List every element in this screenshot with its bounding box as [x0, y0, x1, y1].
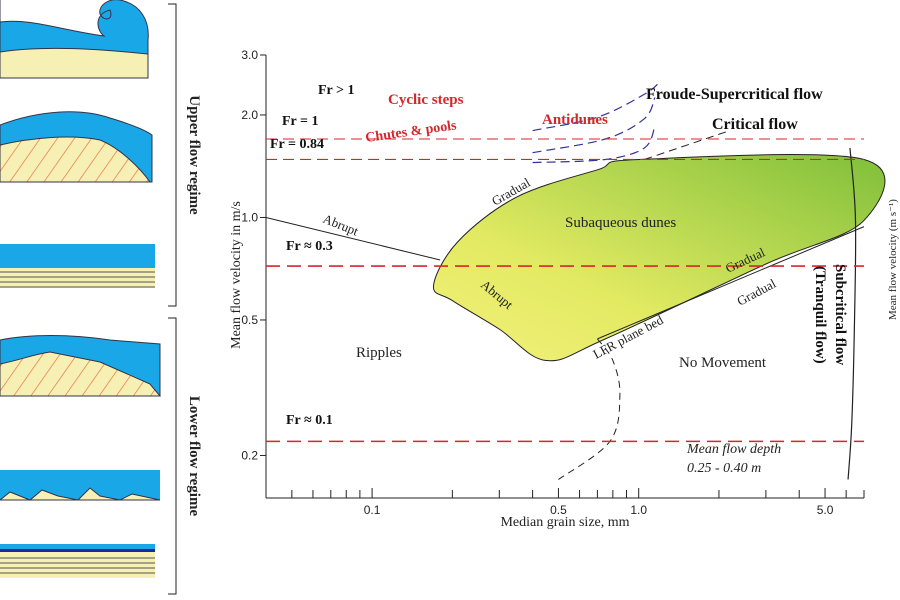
y-tick-label: 0.5: [241, 313, 258, 327]
subaqueous-dunes-label: Subaqueous dunes: [565, 215, 676, 231]
movement-threshold-dashed: [558, 338, 621, 480]
cyclic-steps-lower-curve: [532, 97, 656, 154]
antidune-breaking-sketch: [0, 0, 149, 79]
plane-bed-lower-sketch: [0, 544, 155, 578]
tranquil-flow-label: (Tranquil flow): [812, 266, 828, 364]
gradual-lower-right-label: Gradual: [734, 276, 778, 309]
x-axis-title: Median grain size, mm: [500, 515, 629, 530]
x-tick-label: 0.1: [364, 503, 381, 517]
y-tick-label: 3.0: [241, 48, 258, 62]
fr-gt-1-label: Fr > 1: [318, 83, 355, 98]
antidune-boundary-dashed: [644, 130, 731, 160]
y-axis-ticks: 3.0 2.0 1.0 0.5 0.2: [241, 48, 266, 462]
fr-1-label: Fr = 1: [282, 114, 319, 129]
subaqueous-dunes-field: [433, 154, 886, 362]
antidunes-label: Antidunes: [542, 112, 608, 128]
cyclic-steps-upper-curve: [532, 81, 661, 132]
right-axis-label: Mean flow velocity (m s⁻¹): [887, 199, 899, 320]
dune-sketch: [0, 335, 162, 397]
abrupt-boundary-line: [265, 216, 441, 261]
flow-regime-chart: 3.0 2.0 1.0 0.5 0.2 0.1 0.5 1.0 5.0 Mean flow v…: [229, 48, 899, 530]
froude-lines: [266, 138, 864, 443]
plane-bed-upper-sketch: [0, 244, 155, 288]
subcritical-flow-label: Subcritical flow: [832, 264, 848, 365]
antidune-hatched-sketch: [0, 111, 153, 183]
fr-03-label: Fr ≈ 0.3: [286, 239, 333, 254]
y-tick-label: 0.2: [241, 448, 258, 462]
x-tick-label: 5.0: [817, 503, 834, 517]
abrupt-upper-label: Abrupt: [321, 211, 361, 239]
y-tick-label: 1.0: [241, 210, 258, 224]
regime-brackets: Upper flow regime Lower flow regime: [168, 3, 202, 595]
no-movement-label: No Movement: [679, 355, 767, 371]
bedform-sketches: [0, 0, 162, 578]
x-tick-label: 0.5: [550, 503, 567, 517]
x-axis-ticks: 0.1 0.5 1.0 5.0: [291, 488, 865, 517]
ripples-label: Ripples: [356, 345, 402, 361]
chutes-pools-curve: [532, 126, 656, 164]
supercritical-flow-label: Froude-Supercritical flow: [646, 86, 823, 103]
cyclic-steps-label: Cyclic steps: [388, 92, 464, 108]
upper-flow-regime-label: Upper flow regime: [186, 95, 202, 215]
lower-flow-regime-label: Lower flow regime: [186, 396, 202, 517]
fr-01-label: Fr ≈ 0.1: [286, 413, 333, 428]
y-tick-label: 2.0: [241, 108, 258, 122]
x-tick-label: 1.0: [630, 503, 647, 517]
lfr-plane-bed-boundary: [597, 226, 865, 340]
y-axis-title: Mean flow velocity in m/s: [229, 201, 244, 349]
depth-note-line2: 0.25 - 0.40 m: [687, 461, 761, 476]
critical-flow-label: Critical flow: [712, 116, 798, 133]
ripple-sketch: [0, 470, 161, 501]
fr-084-label: Fr = 0.84: [270, 137, 324, 152]
subcritical-boundary-line: [847, 147, 857, 480]
depth-note-line1: Mean flow depth: [686, 442, 781, 457]
chutes-pools-label: Chutes & pools: [364, 118, 458, 146]
